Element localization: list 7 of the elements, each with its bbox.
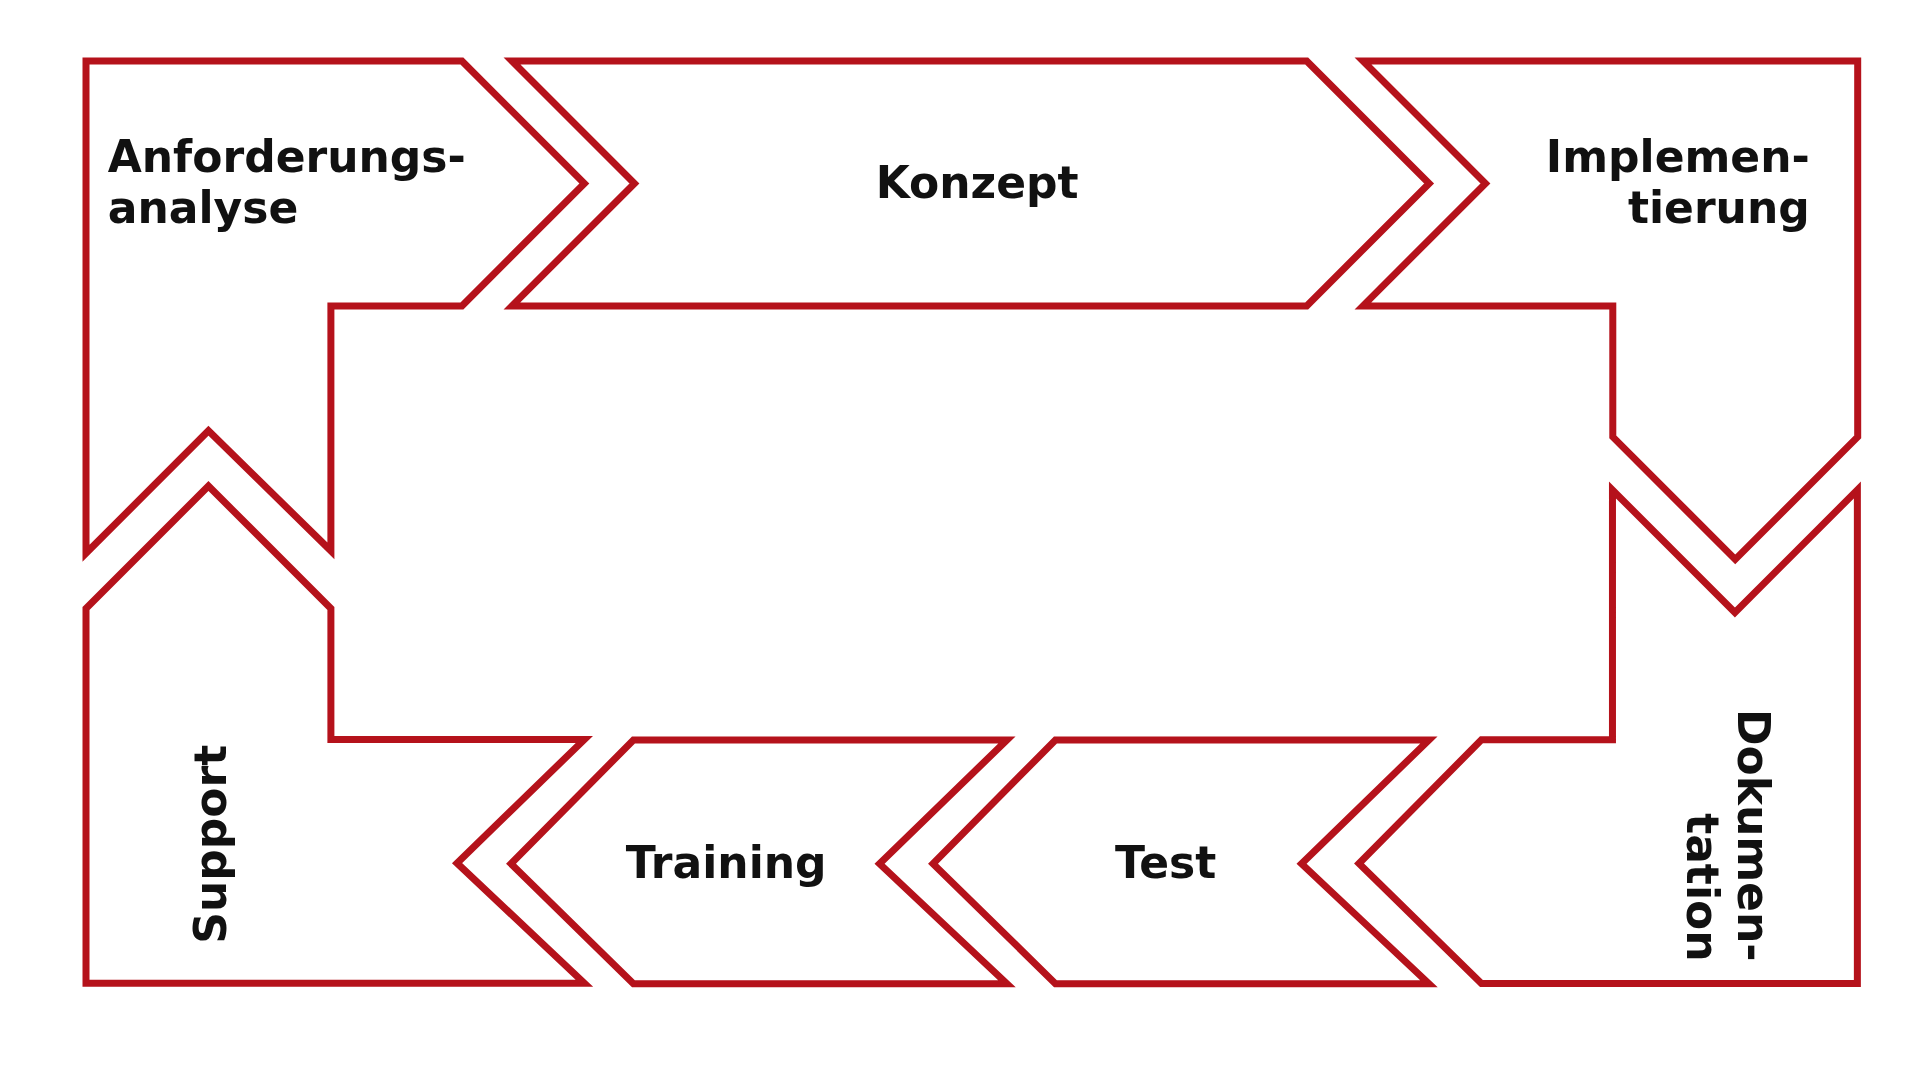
step-label: Dokumen- tation (1675, 707, 1778, 962)
step-label: Anforderungs- analyse (107, 132, 467, 234)
step-label: Test (1114, 837, 1218, 889)
step-label: Konzept (874, 158, 1080, 209)
step-label: Implemen- tierung (1544, 132, 1810, 234)
step-label: Support (185, 744, 236, 947)
step-label: Training (624, 837, 828, 889)
